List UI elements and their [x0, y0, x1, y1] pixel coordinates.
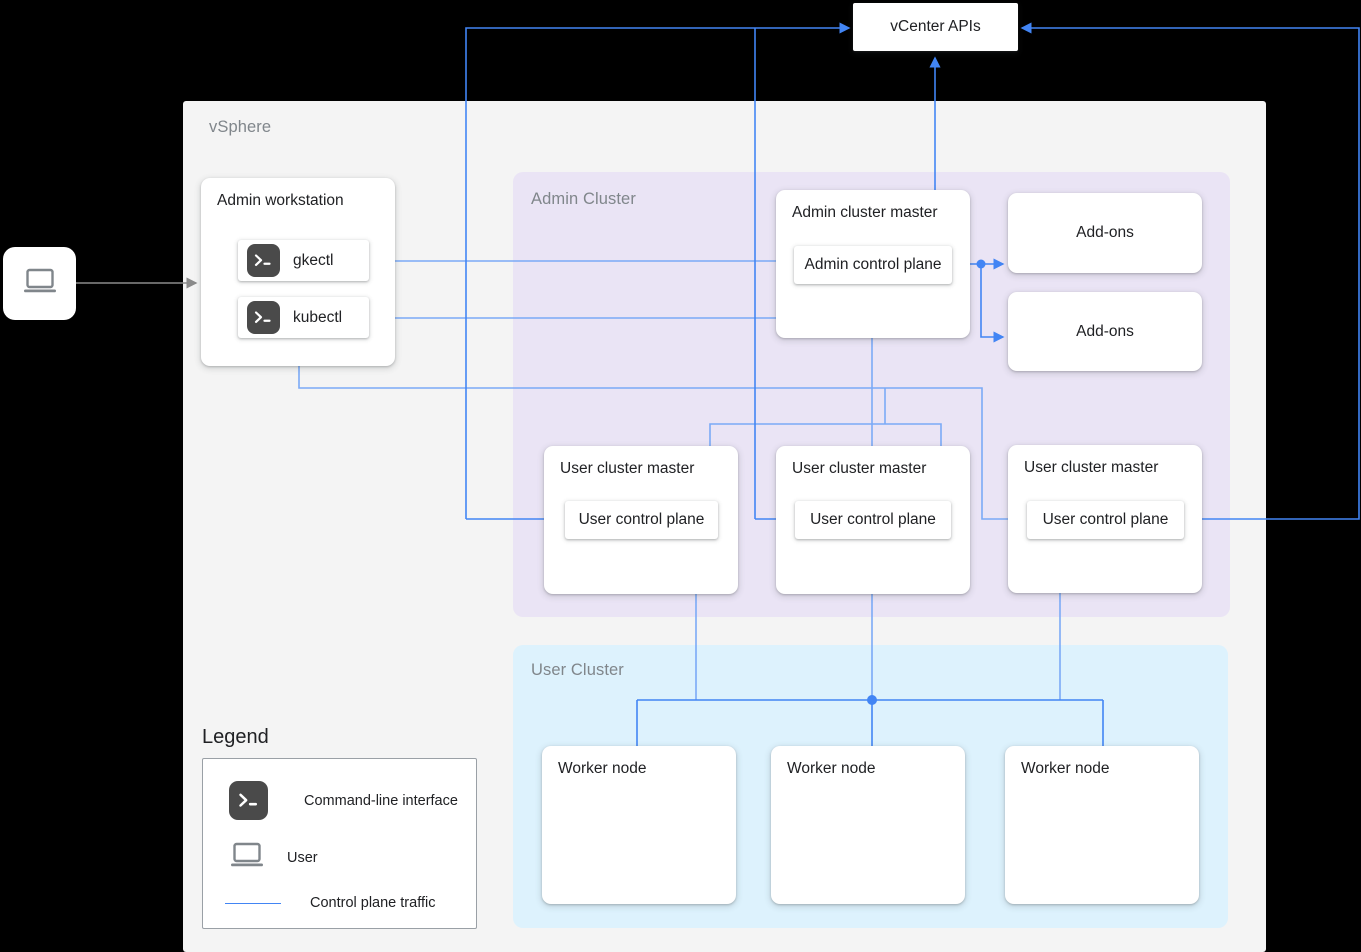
- legend-box: Command-line interface User Control plan…: [202, 758, 477, 929]
- user-control-plane-node-1[interactable]: User control plane: [565, 501, 718, 539]
- line-swatch-icon: [225, 902, 281, 904]
- addons-label-1: Add-ons: [1076, 224, 1134, 241]
- user-control-plane-label-2: User control plane: [810, 511, 936, 528]
- addons-node-2[interactable]: Add-ons: [1008, 292, 1202, 371]
- legend-label-user: User: [287, 849, 318, 866]
- admin-workstation-title: Admin workstation: [217, 192, 344, 209]
- worker-node-title-1: Worker node: [558, 760, 647, 777]
- user-cluster-master-title-1: User cluster master: [560, 460, 695, 477]
- user-control-plane-node-2[interactable]: User control plane: [795, 501, 951, 539]
- terminal-icon: [247, 301, 280, 334]
- cli-chip-kubectl[interactable]: kubectl: [238, 297, 369, 338]
- vcenter-apis-node[interactable]: vCenter APIs: [853, 3, 1018, 51]
- user-control-plane-node-3[interactable]: User control plane: [1027, 501, 1184, 539]
- admin-cluster-label: Admin Cluster: [531, 190, 636, 208]
- vcenter-apis-label: vCenter APIs: [890, 18, 981, 35]
- laptop-icon: [22, 267, 58, 300]
- vsphere-label: vSphere: [209, 118, 272, 136]
- user-cluster-master-title-3: User cluster master: [1024, 459, 1159, 476]
- terminal-icon: [247, 244, 280, 277]
- legend-label-cli: Command-line interface: [304, 792, 458, 809]
- legend-item-user: User: [229, 841, 318, 874]
- cli-label-kubectl: kubectl: [293, 308, 343, 326]
- legend-item-traffic: Control plane traffic: [225, 895, 435, 911]
- admin-control-plane-node[interactable]: Admin control plane: [794, 246, 952, 284]
- legend-item-cli: Command-line interface: [229, 781, 458, 820]
- user-actor[interactable]: [3, 247, 76, 320]
- user-cluster-label: User Cluster: [531, 661, 624, 679]
- worker-node-2[interactable]: Worker node: [771, 746, 965, 904]
- user-cluster-master-title-2: User cluster master: [792, 460, 927, 477]
- user-control-plane-label-1: User control plane: [578, 511, 705, 528]
- laptop-icon: [229, 841, 265, 874]
- worker-node-title-3: Worker node: [1021, 760, 1110, 777]
- cli-chip-gkectl[interactable]: gkectl: [238, 240, 369, 281]
- admin-cluster-master-title: Admin cluster master: [792, 204, 938, 221]
- legend-title: Legend: [202, 726, 269, 748]
- terminal-icon: [229, 781, 268, 820]
- addons-label-2: Add-ons: [1076, 322, 1134, 340]
- legend-label-traffic: Control plane traffic: [310, 895, 436, 911]
- worker-node-1[interactable]: Worker node: [542, 746, 736, 904]
- addons-node-1[interactable]: Add-ons: [1008, 193, 1202, 273]
- cli-label-gkectl: gkectl: [293, 251, 334, 269]
- admin-control-plane-label: Admin control plane: [804, 256, 942, 273]
- user-control-plane-label-3: User control plane: [1042, 511, 1169, 528]
- worker-node-title-2: Worker node: [787, 760, 876, 777]
- worker-node-3[interactable]: Worker node: [1005, 746, 1199, 904]
